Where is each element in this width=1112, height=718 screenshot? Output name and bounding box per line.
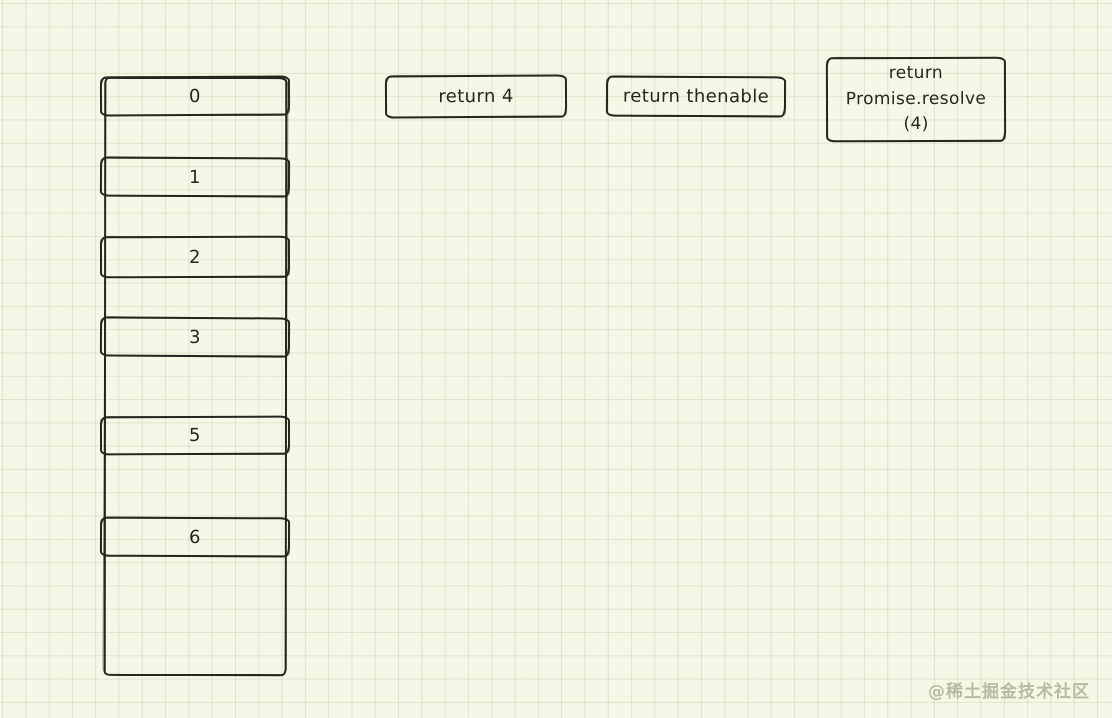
callout-return-promise-resolve: return Promise.resolve (4) (825, 56, 1007, 143)
queue-cell-1: 1 (99, 156, 291, 198)
queue-cell-label: 1 (188, 166, 202, 188)
callout-label: return Promise.resolve (4) (845, 63, 987, 135)
callout-return-4: return 4 (384, 74, 568, 119)
queue-cell-0: 0 (99, 75, 291, 117)
queue-cell-label: 2 (188, 246, 202, 268)
queue-cell-6: 6 (99, 516, 291, 558)
queue-cell-label: 5 (188, 424, 202, 447)
queue-cell-label: 0 (188, 85, 202, 107)
queue-cell-2: 2 (99, 235, 291, 279)
queue-cell-3: 3 (99, 316, 291, 358)
watermark: @稀土掘金技术社区 (928, 682, 1090, 702)
queue-cell-label: 6 (188, 526, 202, 548)
queue-cell-label: 3 (188, 326, 202, 348)
callout-label: return 4 (438, 85, 514, 108)
queue-cell-5: 5 (99, 415, 291, 456)
callout-label: return thenable (622, 85, 770, 108)
callout-return-thenable: return thenable (605, 75, 787, 118)
